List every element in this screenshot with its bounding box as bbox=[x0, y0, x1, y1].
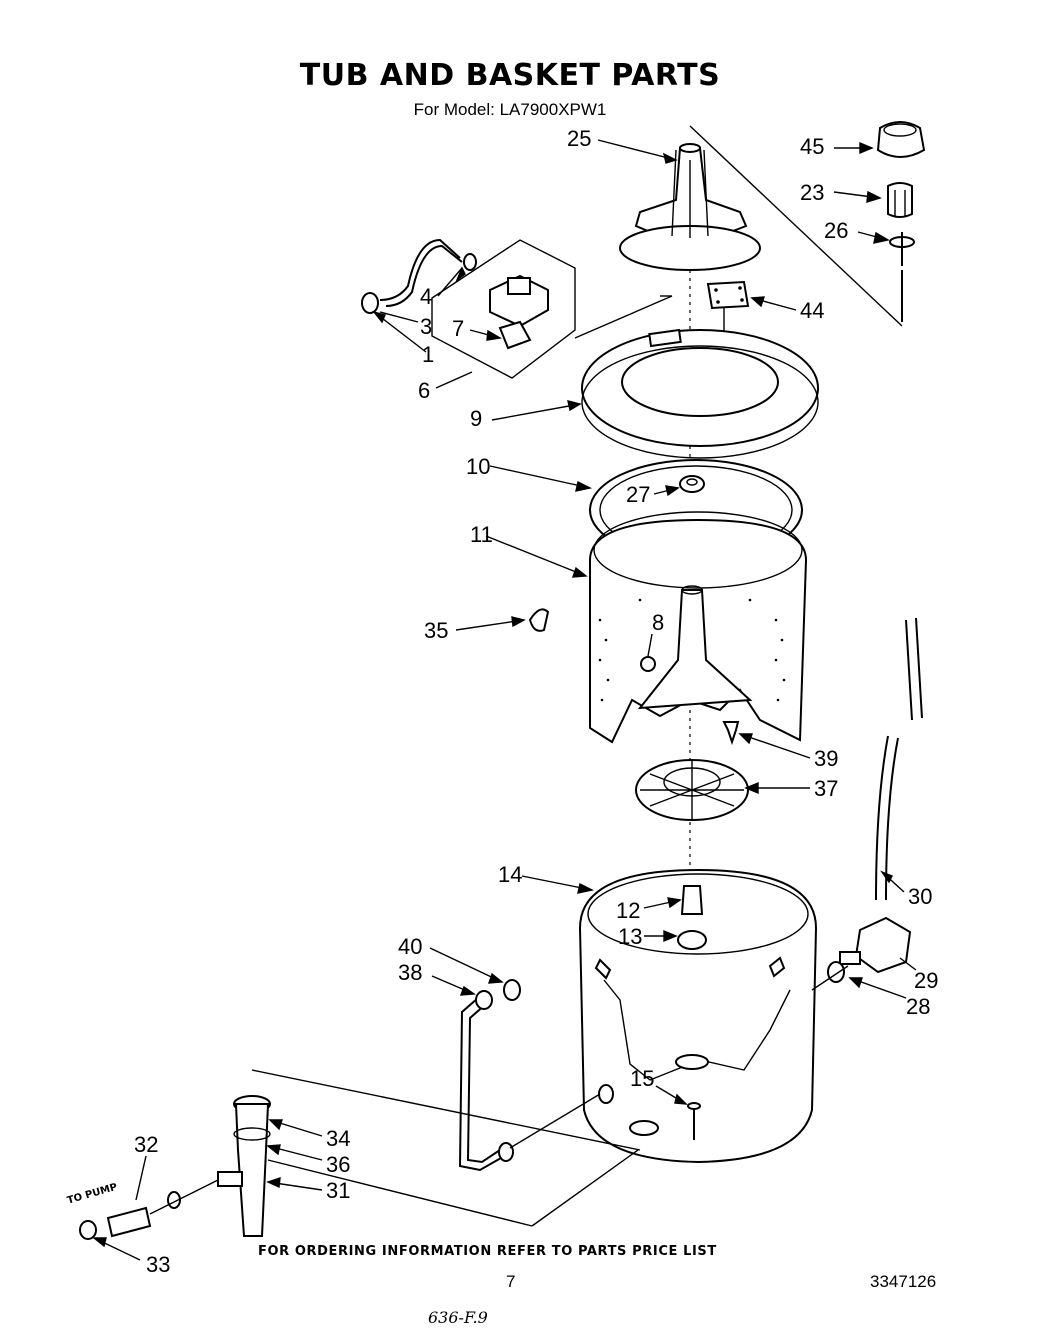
callout-35: 35 bbox=[424, 618, 449, 643]
part-12-hub bbox=[680, 885, 704, 915]
part-6-bracket-group bbox=[361, 238, 673, 379]
part-13-washer bbox=[677, 930, 707, 950]
callout-30: 30 bbox=[908, 884, 933, 909]
part-30-hose bbox=[875, 617, 923, 901]
part-29-fitting bbox=[839, 916, 912, 974]
callout-11: 11 bbox=[470, 522, 493, 547]
part-27-nut bbox=[679, 475, 705, 493]
callout-9: 9 bbox=[470, 406, 483, 431]
callout-45: 45 bbox=[800, 134, 825, 159]
callout-29: 29 bbox=[914, 968, 939, 993]
part-14-outer-tub bbox=[578, 868, 818, 1164]
part-44-plate bbox=[706, 280, 750, 348]
leader-lines bbox=[92, 139, 917, 1261]
part-26-stud bbox=[889, 232, 915, 322]
callout-39: 39 bbox=[814, 746, 839, 771]
callout-36: 36 bbox=[326, 1152, 351, 1177]
model-subtitle: For Model: LA7900XPW1 bbox=[413, 100, 607, 119]
callout-38: 38 bbox=[398, 960, 423, 985]
ordering-note: FOR ORDERING INFORMATION REFER TO PARTS … bbox=[258, 1244, 717, 1259]
part-15-bolt bbox=[687, 1102, 701, 1140]
callout-7: 7 bbox=[452, 316, 465, 341]
callout-6: 6 bbox=[418, 378, 431, 403]
part-32-hose bbox=[79, 1179, 219, 1240]
callout-40: 40 bbox=[398, 934, 423, 959]
page-number: 7 bbox=[506, 1272, 516, 1291]
callout-4: 4 bbox=[420, 284, 433, 309]
callout-27: 27 bbox=[626, 482, 651, 507]
part-35-clip bbox=[528, 608, 550, 632]
part-11-basket bbox=[589, 511, 808, 744]
callout-33: 33 bbox=[146, 1252, 171, 1277]
part-38-hose bbox=[458, 979, 601, 1172]
part-31-standpipe bbox=[217, 1069, 641, 1237]
callout-1: 1 bbox=[422, 342, 435, 367]
part-9-tub-ring bbox=[581, 328, 819, 459]
callout-37: 37 bbox=[814, 776, 839, 801]
handwritten-note: 636-F.9 bbox=[428, 1308, 488, 1327]
callout-23: 23 bbox=[800, 180, 825, 205]
callout-25: 25 bbox=[567, 126, 592, 151]
basket-perforations bbox=[598, 598, 786, 702]
callout-28: 28 bbox=[906, 994, 931, 1019]
callout-15: 15 bbox=[630, 1066, 655, 1091]
callout-34: 34 bbox=[326, 1126, 351, 1151]
part-23-knob bbox=[887, 182, 913, 218]
callout-3: 3 bbox=[420, 314, 433, 339]
part-39-clip bbox=[722, 721, 740, 746]
part-25-agitator bbox=[619, 143, 761, 271]
page-title: TUB AND BASKET PARTS bbox=[299, 58, 721, 93]
callout-8: 8 bbox=[652, 610, 665, 635]
callout-32: 32 bbox=[134, 1132, 159, 1157]
document-number: 3347126 bbox=[870, 1272, 937, 1291]
part-28-grommet bbox=[811, 961, 849, 991]
callout-13: 13 bbox=[618, 924, 643, 949]
callout-44: 44 bbox=[800, 298, 825, 323]
callout-31: 31 bbox=[326, 1178, 351, 1203]
part-37-filter bbox=[635, 759, 749, 821]
callout-26: 26 bbox=[824, 218, 849, 243]
callout-12: 12 bbox=[616, 898, 641, 923]
part-45-cap bbox=[876, 121, 926, 158]
callout-14: 14 bbox=[498, 862, 523, 887]
callout-10: 10 bbox=[466, 454, 491, 479]
